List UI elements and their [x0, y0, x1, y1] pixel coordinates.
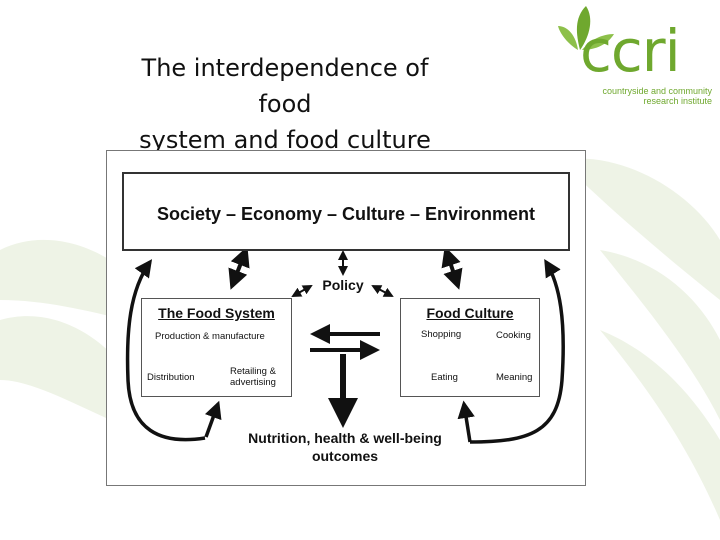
slide-title-line1: The interdependence of food: [141, 54, 429, 118]
node-retailing-line1: Retailing &: [230, 366, 276, 377]
arrow-policy-foodculture: [371, 285, 394, 297]
outcome-label: Nutrition, health & well-being outcomes: [210, 429, 480, 465]
logo-tagline-line1: countryside and community: [602, 86, 712, 96]
arrow-society-foodsystem: [228, 246, 250, 290]
node-retailing: Retailing & advertising: [230, 366, 276, 388]
food-culture-title: Food Culture: [426, 305, 514, 321]
food-system-box: The Food System Production & manufacture…: [141, 298, 292, 397]
node-cooking: Cooking: [496, 330, 531, 341]
arrow-outcome-foodculture: [457, 400, 475, 443]
outcome-line2: outcomes: [311, 448, 379, 464]
node-retailing-line2: advertising: [230, 377, 276, 388]
logo-tagline: countryside and community research insti…: [582, 86, 712, 106]
food-culture-box: Food Culture Shopping Cooking Eating Mea…: [400, 298, 540, 397]
ccri-logo: ccri countryside and community research …: [556, 4, 716, 110]
node-production: Production & manufacture: [155, 331, 265, 342]
slide-title-line2: system and food culture: [139, 126, 431, 154]
society-box: Society – Economy – Culture – Environmen…: [122, 172, 570, 251]
arrow-right-loop: [469, 259, 565, 444]
node-meaning: Meaning: [496, 372, 533, 383]
policy-label: Policy: [322, 277, 364, 293]
arrow-outcome-foodsystem: [204, 400, 222, 438]
arrow-policy-foodsystem: [291, 285, 313, 297]
leaf-icon: [558, 6, 614, 50]
society-label: Society – Economy – Culture – Environmen…: [156, 204, 536, 224]
food-system-title: The Food System: [158, 305, 275, 321]
node-distribution: Distribution: [147, 372, 195, 383]
node-eating: Eating: [431, 372, 458, 383]
logo-wordmark: ccri: [580, 17, 681, 85]
logo-tagline-line2: research institute: [643, 96, 712, 106]
arrow-left-loop: [125, 259, 206, 442]
slide-title: The interdependence of food system and f…: [120, 50, 450, 158]
outcome-line1: Nutrition, health & well-being: [248, 430, 442, 446]
node-shopping: Shopping: [421, 329, 462, 340]
arrow-society-foodculture: [441, 246, 463, 290]
